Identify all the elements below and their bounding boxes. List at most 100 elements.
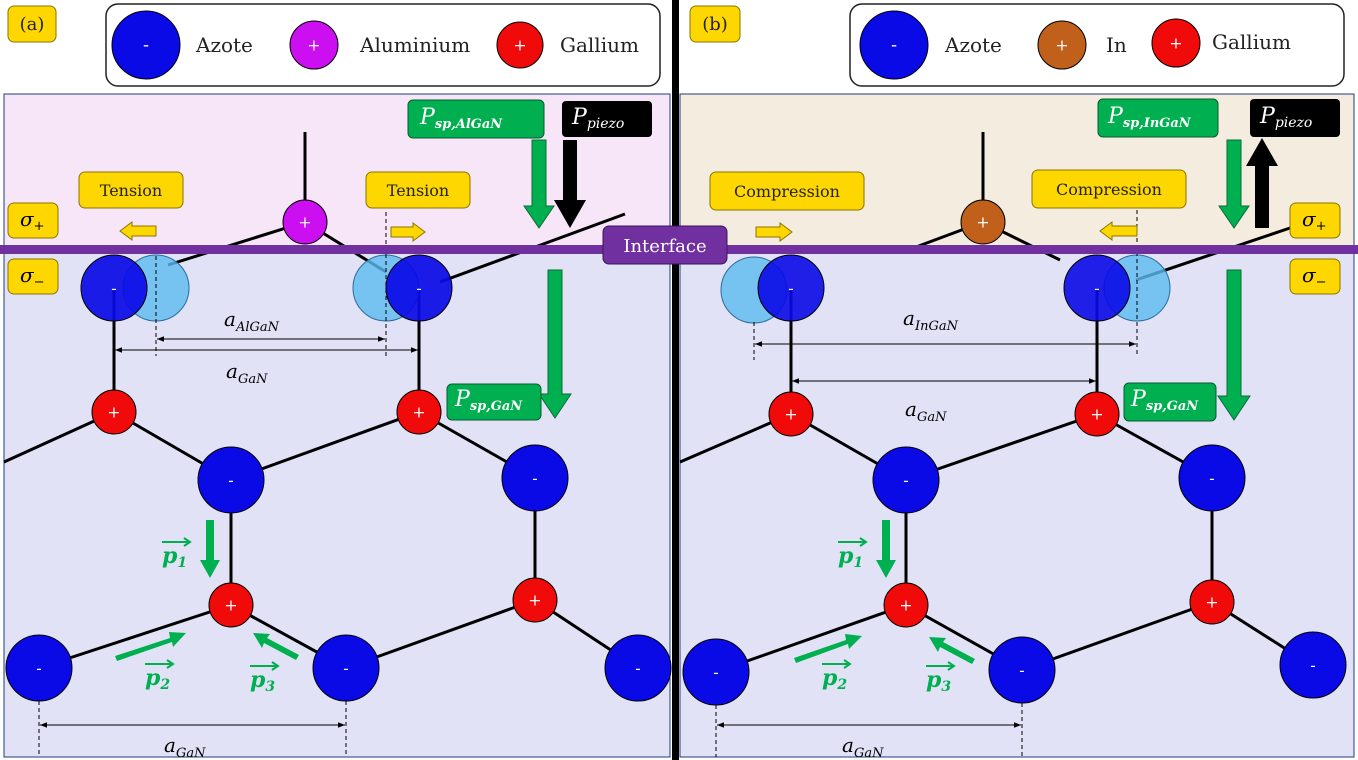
- dipole-index: 1: [177, 555, 187, 571]
- p-sp-substrate-subscript: sp,GaN: [470, 399, 523, 414]
- svg-text:-: -: [1209, 469, 1214, 488]
- strain-arrow: [390, 222, 426, 242]
- polarization-arrow-barrier: [1218, 139, 1250, 229]
- strain-label: Tension: [100, 181, 162, 200]
- legend-label-gallium-a: Gallium: [560, 33, 639, 57]
- aluminium-atom: +: [282, 199, 328, 245]
- svg-text:+: +: [976, 213, 989, 232]
- svg-text:-: -: [635, 659, 640, 678]
- dipole-label: p3: [250, 661, 280, 695]
- svg-text:-: -: [1094, 279, 1099, 298]
- p-sp-barrier-badge: [407, 99, 545, 139]
- lattice-subscript: InGaN: [914, 319, 959, 334]
- sigma-minus-badge: [1289, 258, 1341, 295]
- dipole-arrow-1: [876, 520, 896, 578]
- p-sp-substrate-subscript: sp,GaN: [1146, 399, 1199, 414]
- svg-text:+: +: [899, 596, 912, 615]
- piezo-arrow: [1246, 138, 1278, 228]
- nitrogen-atom: -: [312, 634, 380, 702]
- legend-label-aluminium-a: Aluminium: [359, 33, 470, 57]
- p-piezo-badge: [562, 101, 652, 137]
- dipole-label: p1: [838, 537, 868, 571]
- dipole-label: p1: [162, 537, 192, 571]
- p-sp-barrier-subscript: sp,AlGaN: [435, 117, 503, 132]
- svg-text:-: -: [1019, 661, 1024, 680]
- strain-label: Tension: [387, 181, 449, 200]
- legend-sign: +: [513, 36, 526, 55]
- nitrogen-atom: -: [1279, 631, 1347, 699]
- panel-tag-a-text: (a): [20, 14, 45, 35]
- svg-text:+: +: [1090, 405, 1103, 424]
- p-sp-barrier-badge: [1097, 98, 1219, 138]
- p-sp-substrate-badge: [1123, 382, 1217, 422]
- p-sp-substrate-badge: [446, 383, 542, 421]
- panel-divider: [672, 0, 679, 760]
- legend-gallium-atom-b: [1151, 18, 1201, 68]
- gallium-atom: +: [883, 582, 929, 628]
- gallium-atom: +: [208, 582, 254, 628]
- polarization-arrow-substrate: [1217, 269, 1251, 421]
- panel-tag-b: [689, 5, 741, 43]
- nitrogen-atom: -: [197, 446, 265, 514]
- nitrogen-atom: -: [385, 254, 453, 322]
- sigma-minus-badge: [7, 258, 59, 295]
- nitrogen-atom: -: [682, 638, 750, 706]
- svg-text:+: +: [784, 405, 797, 424]
- panel-b: (b) - Azote + In + Gallium: [679, 3, 1355, 760]
- svg-text:-: -: [416, 279, 421, 298]
- strain-arrow: [119, 221, 157, 241]
- svg-text:+: +: [1205, 593, 1218, 612]
- svg-text:-: -: [111, 279, 116, 298]
- legend-gallium-atom-a: [496, 21, 544, 69]
- p-piezo-subscript: piezo: [1275, 115, 1313, 131]
- legend-label-nitrogen-a: Azote: [195, 33, 253, 57]
- svg-text:+: +: [224, 596, 237, 615]
- nitrogen-atom: -: [1178, 444, 1246, 512]
- legend-sign: -: [143, 35, 149, 56]
- svg-text:-: -: [532, 469, 537, 488]
- legend-sign: -: [891, 35, 897, 56]
- svg-text:+: +: [528, 591, 541, 610]
- strain-badge: [1031, 169, 1187, 209]
- lattice-subscript: GaN: [238, 372, 268, 387]
- sigma-minus-subscript: −: [34, 275, 45, 290]
- legend-label-gallium-b: Gallium: [1212, 30, 1291, 54]
- dipole-label: p3: [926, 661, 956, 695]
- strain-badge: [709, 171, 865, 211]
- legend-b: [849, 3, 1345, 87]
- strain-label: Compression: [734, 182, 840, 201]
- panel-tag-a: [7, 5, 57, 43]
- strain-arrow: [755, 222, 793, 242]
- sigma-plus-subscript: +: [34, 219, 45, 234]
- piezo-arrow: [554, 140, 586, 228]
- legend-sign: +: [1055, 36, 1068, 55]
- dipole-arrow-3: [253, 633, 299, 660]
- lattice-subscript: AlGaN: [235, 320, 280, 335]
- nitrogen-atom: -: [604, 634, 672, 702]
- lattice-subscript: GaN: [917, 410, 947, 425]
- strain-arrow: [1099, 221, 1138, 241]
- lattice-subscript: GaN: [854, 746, 884, 760]
- svg-text:-: -: [713, 663, 718, 682]
- legend-indium-atom-b: [1037, 20, 1087, 70]
- sigma-plus-badge: [1289, 202, 1341, 239]
- legend-nitrogen-atom-b: [859, 10, 929, 80]
- svg-text:+: +: [412, 403, 425, 422]
- gallium-atom: +: [512, 577, 558, 623]
- legend-sign: +: [1169, 34, 1182, 53]
- legend-aluminium-atom-a: [289, 20, 339, 70]
- svg-text:-: -: [903, 471, 908, 490]
- svg-text:+: +: [298, 213, 311, 232]
- svg-text:-: -: [1310, 656, 1315, 675]
- svg-text:-: -: [343, 659, 348, 678]
- p-piezo-subscript: piezo: [587, 116, 625, 132]
- legend-label-indium-b: In: [1106, 33, 1127, 57]
- sigma-plus-subscript: +: [1316, 219, 1327, 234]
- strain-label: Compression: [1056, 180, 1162, 199]
- nitrogen-atom: -: [872, 446, 940, 514]
- indium-atom: +: [960, 199, 1006, 245]
- dipole-arrow-2: [794, 634, 862, 663]
- svg-text:-: -: [788, 279, 793, 298]
- legend-sign: +: [307, 36, 320, 55]
